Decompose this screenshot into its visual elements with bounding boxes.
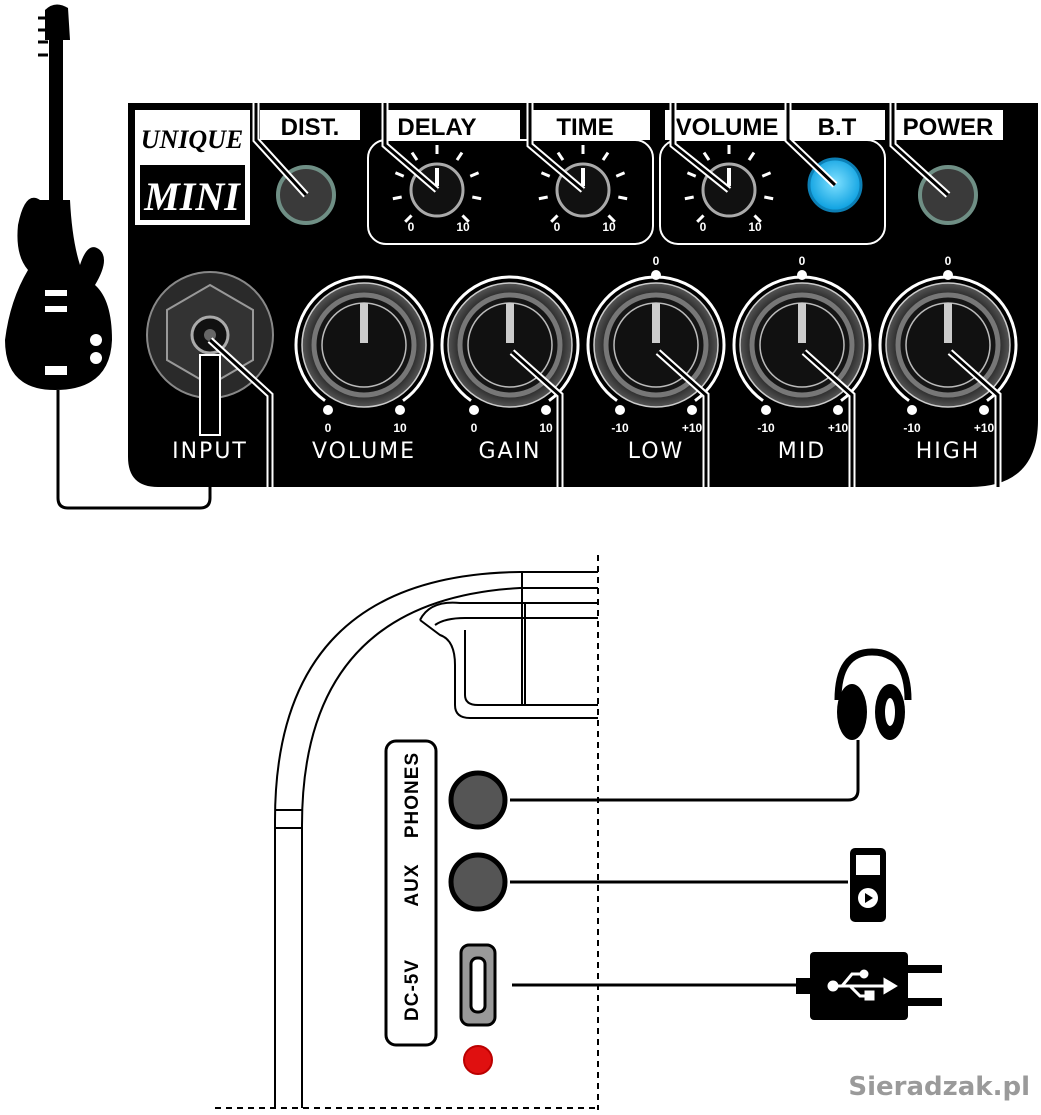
bt-label: B.T: [818, 114, 857, 141]
mid-knob[interactable]: [732, 270, 872, 415]
scale-label: 0: [325, 421, 332, 435]
scale-label: 0: [945, 254, 952, 268]
scale-label: UNIQUE: [141, 125, 244, 154]
input-label: INPUT: [172, 439, 248, 464]
volume-knob[interactable]: [294, 275, 434, 415]
delay-label: DELAY: [397, 114, 476, 141]
scale-label: 0: [799, 254, 806, 268]
brand-logo: UNIQUE MINI: [135, 110, 250, 225]
low-label: LOW: [628, 439, 685, 464]
scale-label: -10: [903, 421, 921, 435]
top-volume-label: VOLUME: [676, 114, 779, 141]
scale-label: 10: [539, 421, 553, 435]
callout-line: [207, 337, 274, 487]
callout-line: [381, 103, 440, 193]
side-label-box: [384, 739, 438, 1047]
scale-label: 10: [456, 220, 470, 234]
guitar-icon: [5, 4, 112, 390]
power-indicator-led: [463, 1045, 493, 1075]
volume-label: VOLUME: [312, 439, 416, 464]
mp3-player-icon: [850, 848, 886, 922]
usb-c-port[interactable]: [459, 943, 497, 1027]
callout-line: [655, 349, 710, 487]
callout-line: [784, 103, 838, 188]
scale-label: 0: [408, 220, 415, 234]
scale-label: +10: [974, 421, 995, 435]
scale-label: +10: [682, 421, 703, 435]
scale-label: 10: [393, 421, 407, 435]
watermark: Sieradzak.pl: [848, 1072, 1030, 1102]
time-label: TIME: [556, 114, 613, 141]
power-label: POWER: [903, 114, 994, 141]
scale-label: 0: [471, 421, 478, 435]
dist-label: DIST.: [281, 114, 340, 141]
callout-line: [669, 103, 732, 193]
phones-jack[interactable]: [448, 770, 508, 830]
volume-bt-group-frame: [659, 139, 886, 245]
gain-label: GAIN: [478, 439, 541, 464]
scale-label: MINI: [143, 174, 241, 219]
scale-label: 0: [554, 220, 561, 234]
headphones-icon: [834, 648, 912, 740]
delay-group-frame: [367, 139, 654, 245]
cabinet-outline: [215, 555, 599, 1110]
scale-label: +10: [828, 421, 849, 435]
callout-line: [509, 349, 564, 487]
scale-label: 0: [700, 220, 707, 234]
dc-label: DC-5V: [402, 959, 423, 1021]
scale-label: 0: [653, 254, 660, 268]
scale-label: -10: [757, 421, 775, 435]
guitar-cable: [56, 390, 212, 510]
callout-line: [947, 349, 1002, 487]
headphone-cable: [510, 740, 860, 802]
callout-line: [801, 349, 856, 487]
callout-line: [889, 103, 951, 198]
high-label: HIGH: [916, 439, 981, 464]
callout-line: [526, 103, 586, 193]
aux-label: AUX: [402, 863, 423, 906]
phones-label: PHONES: [402, 752, 423, 838]
aux-jack[interactable]: [448, 852, 508, 912]
mid-label: MID: [778, 439, 826, 464]
callout-line: [252, 103, 309, 198]
scale-label: -10: [611, 421, 629, 435]
scale-label: 10: [748, 220, 762, 234]
usb-charger-icon: [796, 952, 942, 1020]
scale-label: 10: [602, 220, 616, 234]
